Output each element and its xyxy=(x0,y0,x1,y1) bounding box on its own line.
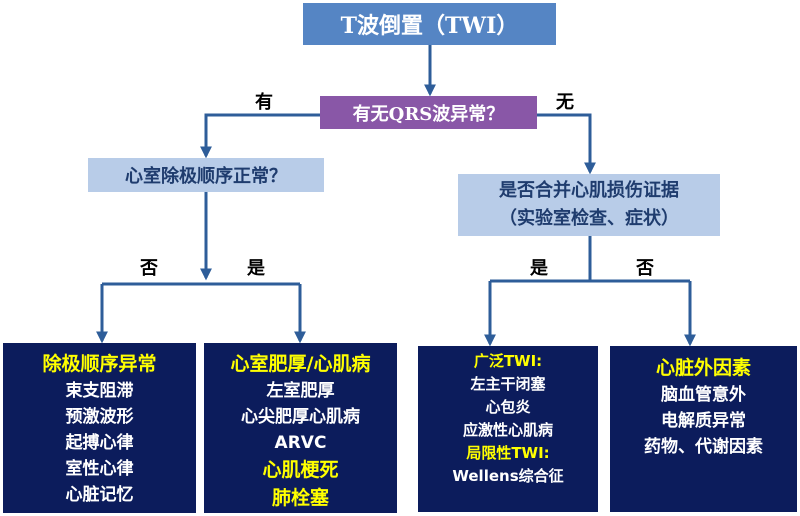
myocardial-injury-question-line: 是否合并心肌损伤证据 xyxy=(499,180,679,201)
list-item: 心脏记忆 xyxy=(65,485,134,505)
depolarization-abnormal-box: 除极顺序异常 束支阻滞 预激波形 起搏心律 室性心律 心脏记忆 xyxy=(3,343,196,513)
branch-label-right-yes: 是 xyxy=(530,258,548,279)
box-heading: 心脏外因素 xyxy=(655,357,751,379)
qrs-question-text: 有无QRS波异常？ xyxy=(352,103,505,125)
list-item: 心包炎 xyxy=(485,398,531,416)
list-item: 束支阻滞 xyxy=(65,381,134,401)
box-heading: 心室肥厚/心肌病 xyxy=(230,353,371,375)
branch-label-right-no: 否 xyxy=(636,258,654,279)
list-item: 心尖肥厚心肌病 xyxy=(241,407,360,427)
list-item: Wellens综合征 xyxy=(452,467,564,485)
branch-label-yes: 有 xyxy=(255,92,273,113)
qrs-question-node: 有无QRS波异常？ xyxy=(320,96,537,129)
list-item: 脑血管意外 xyxy=(661,385,746,405)
list-item: ARVC xyxy=(274,433,327,453)
title-text: T波倒置（TWI） xyxy=(340,13,519,39)
list-item: 起搏心律 xyxy=(65,433,134,453)
hypertrophy-cardiomyopathy-box: 心室肥厚/心肌病 左室肥厚 心尖肥厚心肌病 ARVC 心肌梗死 肺栓塞 xyxy=(204,343,397,513)
extracardiac-factors-box: 心脏外因素 脑血管意外 电解质异常 药物、代谢因素 xyxy=(610,346,797,512)
list-item: 左室肥厚 xyxy=(266,381,335,401)
depolarization-question-node: 心室除极顺序正常？ xyxy=(88,158,324,192)
list-item: 药物、代谢因素 xyxy=(644,437,763,457)
myocardial-injury-box: 广泛TWI: 左主干闭塞 心包炎 应激性心肌病 局限性TWI: Wellens综… xyxy=(418,346,598,512)
box-heading: 肺栓塞 xyxy=(271,487,329,509)
myocardial-injury-question-node: 是否合并心肌损伤证据 （实验室检查、症状） xyxy=(458,174,720,236)
box-heading: 局限性TWI: xyxy=(466,444,550,462)
branch-label-no: 无 xyxy=(556,92,574,113)
myocardial-injury-question-line: （实验室检查、症状） xyxy=(499,208,679,229)
branch-label-left-yes: 是 xyxy=(247,258,265,279)
title-node: T波倒置（TWI） xyxy=(303,3,556,45)
list-item: 左主干闭塞 xyxy=(470,375,546,393)
box-heading: 心肌梗死 xyxy=(262,459,339,481)
list-item: 预激波形 xyxy=(65,407,134,427)
box-heading: 广泛TWI: xyxy=(473,352,543,370)
list-item: 应激性心肌病 xyxy=(462,421,553,439)
box-heading: 除极顺序异常 xyxy=(42,353,157,375)
list-item: 电解质异常 xyxy=(661,411,746,431)
depolarization-question-text: 心室除极顺序正常？ xyxy=(125,166,287,187)
branch-label-left-no: 否 xyxy=(140,258,158,279)
arrow-qrs-to-left-question xyxy=(200,113,320,159)
arrow-qrs-to-right-question xyxy=(537,113,596,175)
list-item: 室性心律 xyxy=(65,459,134,479)
